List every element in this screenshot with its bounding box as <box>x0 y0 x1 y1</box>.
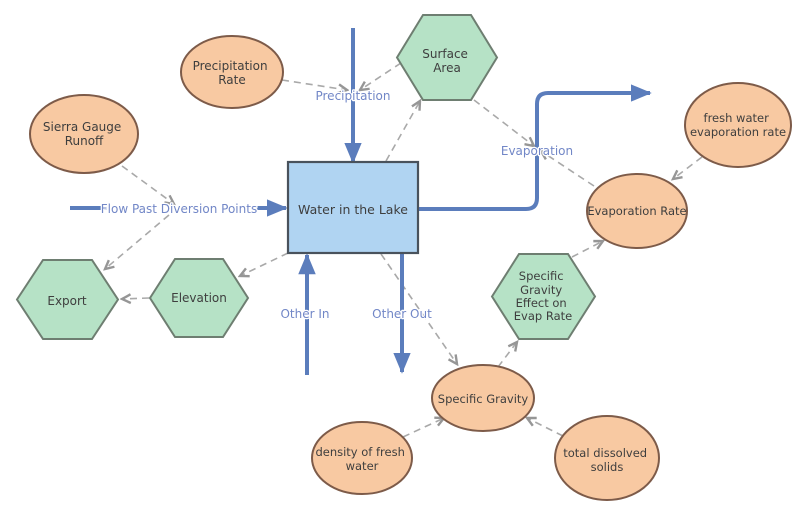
surface-area-label: Surface Area <box>422 47 472 75</box>
link-density-of-fresh-water-to-specific-gravity[interactable] <box>402 418 444 438</box>
label-line: Elevation <box>171 291 227 305</box>
density-of-fresh-water-ellipse <box>311 421 413 495</box>
flow-past-diversion-points-label: Flow Past Diversion Points <box>101 202 257 216</box>
link-sierra-gauge-runoff-to-flow-past-diversion-points[interactable] <box>121 165 174 204</box>
link-surface-area-to-precipitation[interactable] <box>360 62 402 90</box>
flow-precipitation-label: Precipitation <box>315 89 390 103</box>
variable-fresh-water-evaporation-rate[interactable]: fresh water evaporation rate <box>684 82 792 168</box>
converter-surface-area[interactable]: Surface Area <box>395 14 499 101</box>
label-line: Precipitation <box>193 59 268 73</box>
sierra-gauge-runoff-ellipse <box>29 94 139 174</box>
flow-other-in-label: Other In <box>280 307 329 321</box>
total-dissolved-solids-ellipse <box>554 415 660 501</box>
link-flow-past-diversion-points-to-export[interactable] <box>105 214 170 269</box>
sg-effect-hexagon <box>490 253 597 340</box>
fresh-water-evaporation-rate-ellipse <box>684 82 792 168</box>
elevation-hexagon <box>148 258 250 338</box>
influence-links <box>105 62 703 438</box>
label-line: density of fresh <box>315 445 404 459</box>
label-line: Specific <box>519 269 564 283</box>
link-total-dissolved-solids-to-specific-gravity[interactable] <box>527 418 564 437</box>
label-line: Sierra Gauge <box>43 120 121 134</box>
link-water-in-the-lake-to-specific-gravity[interactable] <box>380 253 457 364</box>
variable-total-dissolved-solids[interactable]: total dissolved solids <box>554 415 660 501</box>
link-water-in-the-lake-to-surface-area[interactable] <box>385 101 420 162</box>
link-precipitation-rate-to-precipitation[interactable] <box>281 79 347 90</box>
sierra-gauge-runoff-label: Sierra Gauge Runoff <box>43 120 125 148</box>
evaporation-rate-ellipse <box>586 173 688 249</box>
total-dissolved-solids-label: total dissolved solids <box>563 446 651 474</box>
flow-evaporation-pipe[interactable] <box>418 84 652 211</box>
label-line: Evaporation Rate <box>587 204 686 218</box>
label-line: Evap Rate <box>514 309 572 323</box>
evaporation-rate-label: Evaporation Rate <box>587 204 686 218</box>
flow-evaporation-label: Evaporation <box>501 144 573 158</box>
specific-gravity-label: Specific Gravity <box>438 392 529 406</box>
flow-labels: Precipitation Flow Past Diversion Points… <box>100 88 575 323</box>
variable-specific-gravity[interactable]: Specific Gravity <box>431 364 535 432</box>
variable-evaporation-rate[interactable]: Evaporation Rate <box>586 173 688 249</box>
precipitation-rate-label: Precipitation Rate <box>193 59 272 87</box>
label-line: Effect on <box>516 296 567 310</box>
converter-elevation[interactable]: Elevation <box>148 258 250 338</box>
stock-rect <box>286 160 420 255</box>
stock-water-in-the-lake[interactable]: Water in the Lake <box>286 160 420 255</box>
density-of-fresh-water-label: density of fresh water <box>315 445 408 473</box>
specific-gravity-ellipse <box>431 364 535 432</box>
label-line: Area <box>433 61 461 75</box>
label-line: fresh water <box>704 111 770 125</box>
variable-precipitation-rate[interactable]: Precipitation Rate <box>180 35 284 109</box>
converter-export[interactable]: Export <box>15 259 120 340</box>
stock-label: Water in the Lake <box>298 202 408 217</box>
label-line: Rate <box>218 73 246 87</box>
export-hexagon <box>15 259 120 340</box>
label-line: solids <box>591 460 624 474</box>
label-line: evaporation rate <box>690 125 786 139</box>
label-line: Surface <box>422 47 468 61</box>
export-label: Export <box>47 294 87 308</box>
link-sg-effect-to-evaporation-rate[interactable] <box>571 241 603 258</box>
link-specific-gravity-to-sg-effect[interactable] <box>497 342 517 368</box>
link-fresh-water-evaporation-rate-to-evaporation-rate[interactable] <box>673 156 703 179</box>
elevation-label: Elevation <box>171 291 227 305</box>
link-evaporation-rate-to-evaporation[interactable] <box>541 151 595 187</box>
label-line: Export <box>47 294 87 308</box>
flow-pipes <box>70 28 652 375</box>
surface-area-hexagon <box>395 14 499 101</box>
precipitation-rate-ellipse <box>180 35 284 109</box>
link-elevation-to-export[interactable] <box>122 298 150 299</box>
link-water-in-the-lake-to-elevation[interactable] <box>240 252 289 276</box>
variable-sierra-gauge-runoff[interactable]: Sierra Gauge Runoff <box>29 94 139 174</box>
link-surface-area-to-evaporation[interactable] <box>473 99 534 146</box>
label-line: water <box>346 459 379 473</box>
fresh-water-evaporation-rate-label: fresh water evaporation rate <box>690 111 786 139</box>
converter-specific-gravity-effect-on-evap-rate[interactable]: Specific Gravity Effect on Evap Rate <box>490 253 597 340</box>
label-line: Gravity <box>520 283 562 297</box>
label-line: total dissolved <box>563 446 647 460</box>
label-line: Runoff <box>65 134 104 148</box>
label-line: Specific Gravity <box>438 392 529 406</box>
sg-effect-label: Specific Gravity Effect on Evap Rate <box>514 269 572 323</box>
flow-other-out-label: Other Out <box>372 307 432 321</box>
variable-density-of-fresh-water[interactable]: density of fresh water <box>311 421 413 495</box>
